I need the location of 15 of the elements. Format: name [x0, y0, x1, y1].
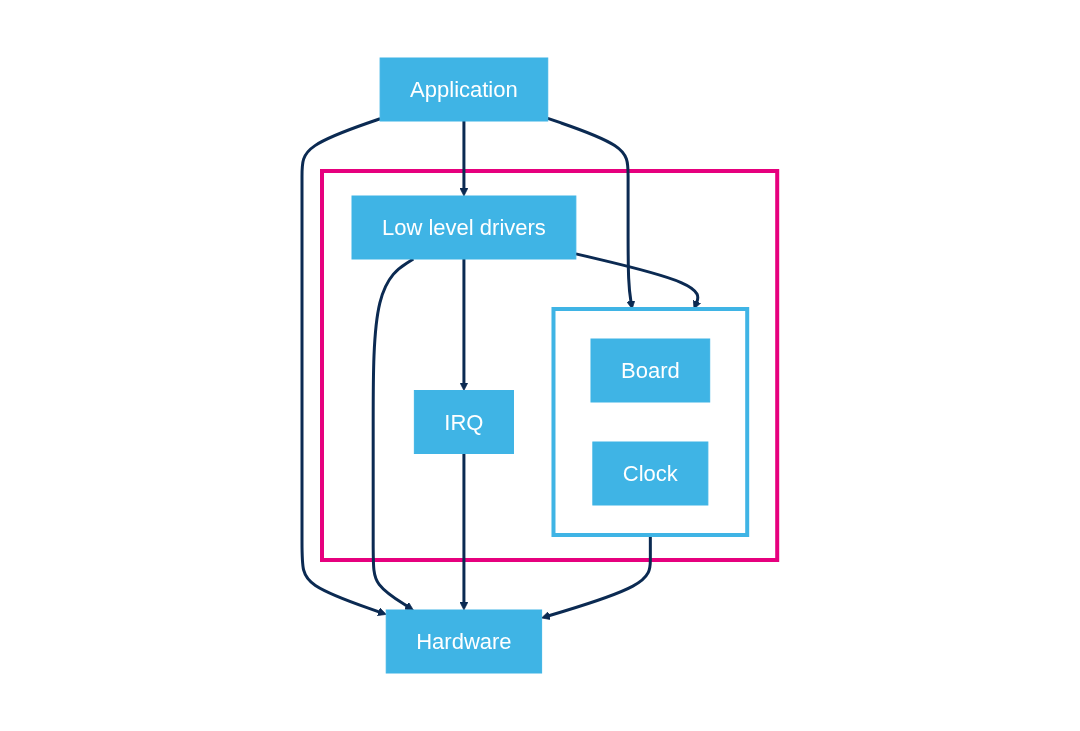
- arrow: [459, 453, 469, 611]
- node-box: Clock: [592, 441, 709, 506]
- node-box: IRQ: [414, 390, 515, 454]
- arrow: [547, 116, 636, 310]
- arrow: [459, 121, 469, 197]
- node-box: Board: [590, 338, 711, 403]
- node-box: Application: [380, 57, 549, 122]
- cluster: [320, 169, 780, 562]
- node-box: Low level drivers: [351, 195, 577, 260]
- cluster: [551, 307, 750, 537]
- arrow: [300, 117, 388, 616]
- arrow: [575, 252, 702, 310]
- arrow: [541, 535, 653, 620]
- node-box: Hardware: [386, 609, 543, 674]
- arrow: [459, 259, 469, 391]
